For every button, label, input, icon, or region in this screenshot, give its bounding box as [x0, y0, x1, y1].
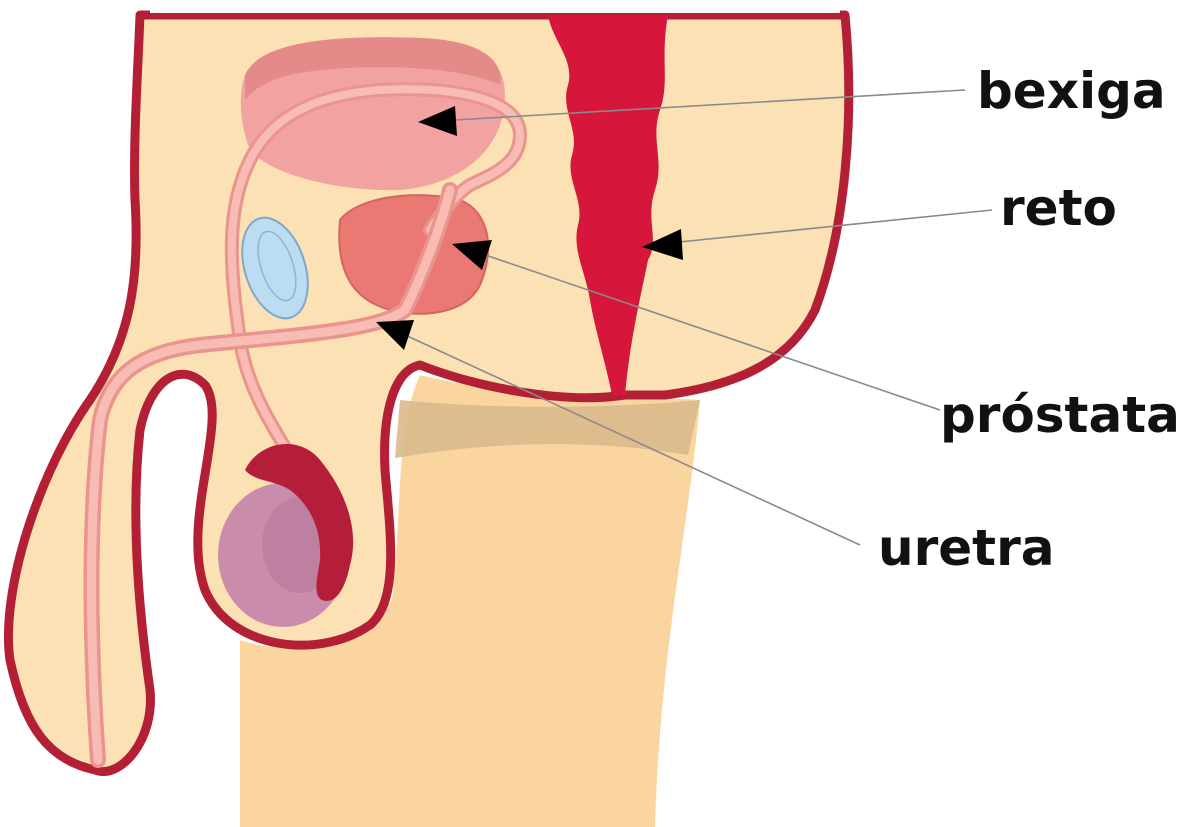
label-prostata: próstata — [940, 386, 1179, 444]
label-reto: reto — [1000, 179, 1117, 237]
label-bexiga: bexiga — [977, 62, 1166, 120]
top-cover — [150, 0, 840, 13]
label-uretra: uretra — [878, 519, 1054, 577]
